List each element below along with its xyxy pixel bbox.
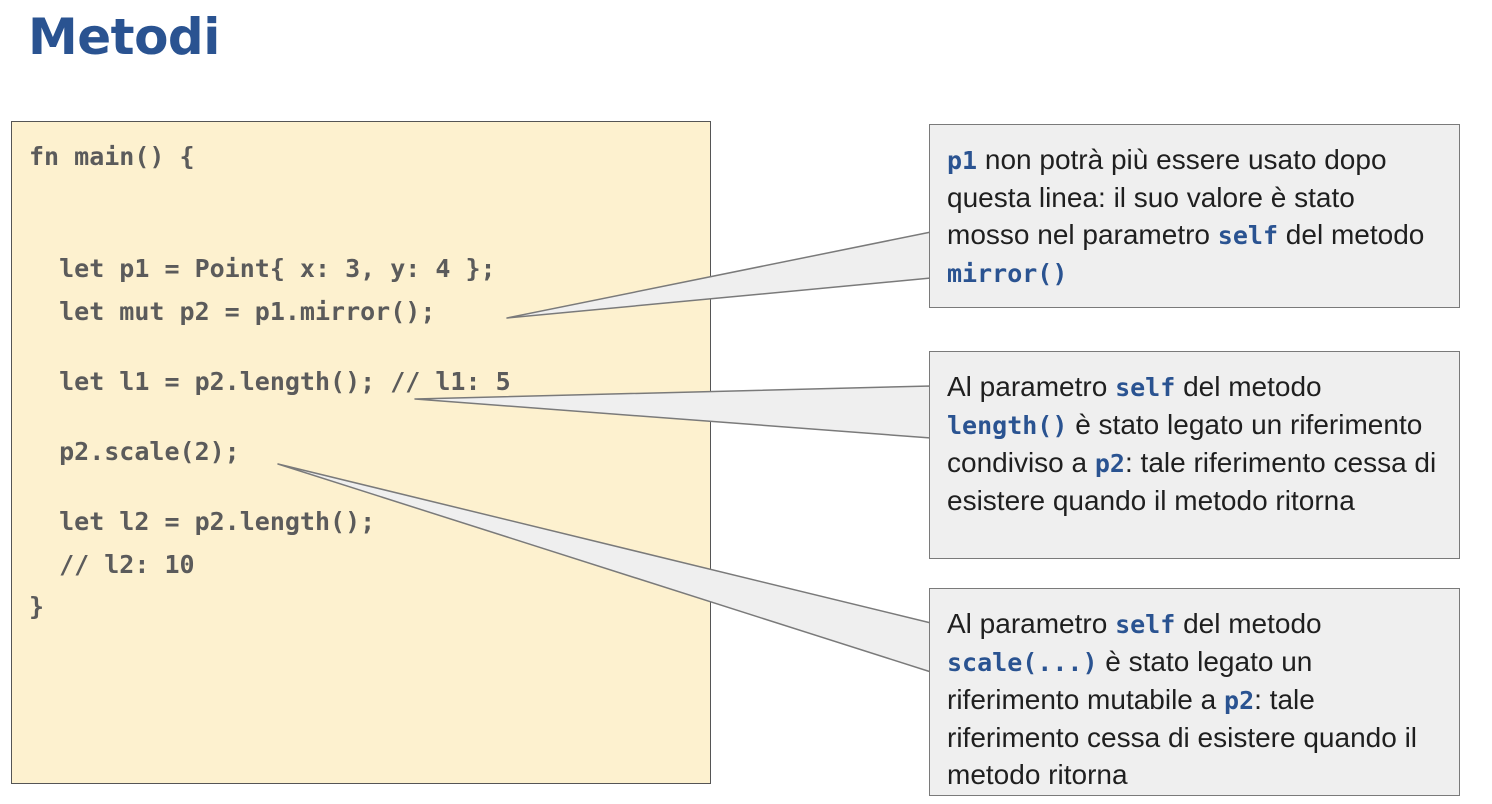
callout-pointer-scale bbox=[277, 463, 932, 673]
code-line: let mut p2 = p1.mirror(); bbox=[29, 297, 436, 326]
callout-text: Al parametro bbox=[947, 371, 1116, 402]
code-ref: self bbox=[1115, 373, 1176, 402]
code-ref: scale(...) bbox=[947, 648, 1098, 677]
code-line: let p1 = Point{ x: 3, y: 4 }; bbox=[29, 254, 496, 283]
code-ref: mirror() bbox=[947, 259, 1068, 288]
callout-length: Al parametro self del metodo length() è … bbox=[929, 351, 1460, 559]
callout-text: Al parametro bbox=[947, 608, 1116, 639]
code-line: // l2: 10 bbox=[29, 550, 195, 579]
callout-pointer-length bbox=[414, 385, 932, 439]
callout-text: non potrà più essere usato dopo questa l… bbox=[947, 144, 1387, 250]
callout-pointer-mirror bbox=[506, 231, 932, 319]
code-ref: self bbox=[1217, 221, 1279, 250]
code-ref: p2 bbox=[1094, 449, 1125, 478]
callout-text: : tale riferimento cessa di esistere qua… bbox=[947, 447, 1437, 516]
callout-scale: Al parametro self del metodo scale(...) … bbox=[929, 588, 1460, 796]
callout-text: : tale riferimento cessa di esistere qua… bbox=[947, 684, 1418, 790]
code-ref: p2 bbox=[1224, 686, 1255, 715]
code-ref: length() bbox=[947, 411, 1068, 440]
callout-text: del metodo bbox=[1175, 608, 1322, 639]
code-ref: p1 bbox=[947, 146, 978, 175]
code-line: } bbox=[29, 592, 45, 621]
callout-text: del metodo bbox=[1278, 219, 1425, 250]
slide-title: Metodi bbox=[28, 8, 220, 66]
callout-text: è stato legato un riferimento mutabile a bbox=[947, 646, 1313, 715]
code-line: fn main() { bbox=[29, 142, 195, 171]
callout-mirror: p1 non potrà più essere usato dopo quest… bbox=[929, 124, 1460, 308]
callout-text: del metodo bbox=[1175, 371, 1322, 402]
code-line: p2.scale(2); bbox=[29, 437, 240, 466]
code-block: fn main() { let p1 = Point{ x: 3, y: 4 }… bbox=[11, 121, 711, 784]
code-line: let l2 = p2.length(); bbox=[29, 507, 376, 536]
callout-text: è stato legato un riferimento condiviso … bbox=[947, 409, 1423, 478]
code-line: let l1 = p2.length(); // l1: 5 bbox=[29, 367, 511, 396]
code-ref: self bbox=[1115, 610, 1176, 639]
